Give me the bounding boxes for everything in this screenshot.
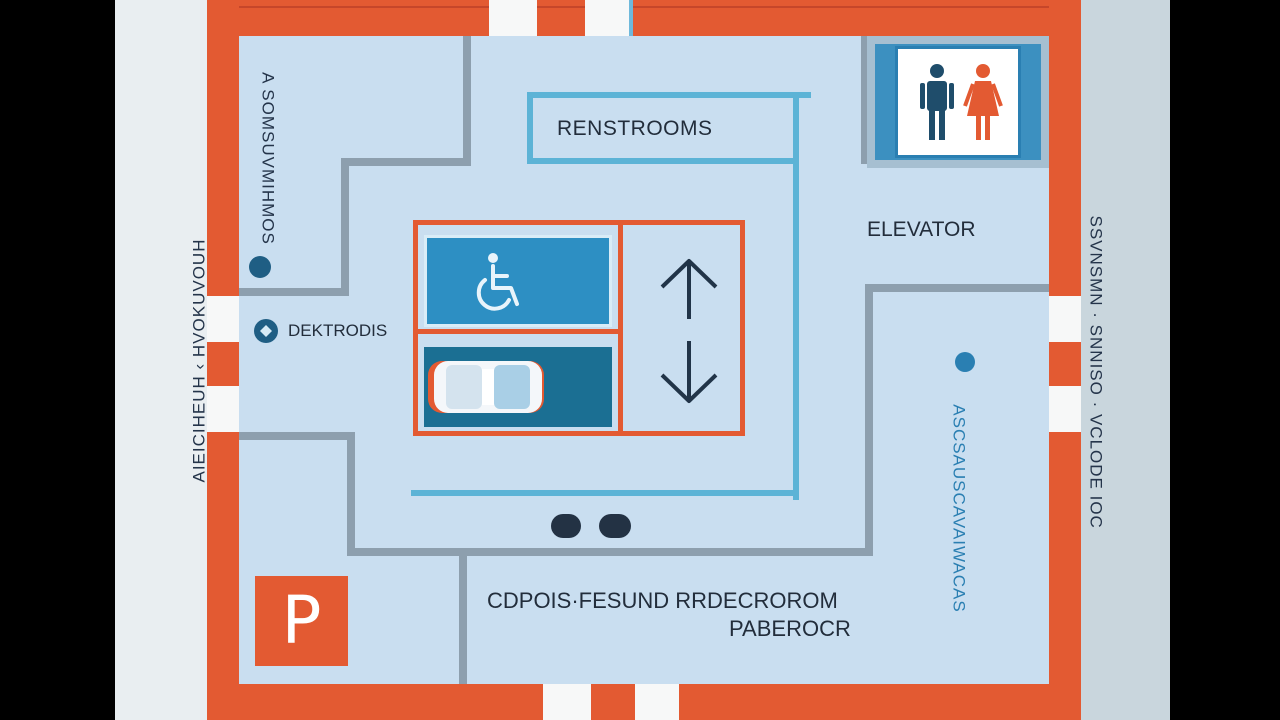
inner-left-badge [249,256,271,278]
outer-wall-left [207,0,239,720]
door-gap-left-2 [207,386,239,432]
bottom-label-line2: PABEROCR [729,616,851,641]
parking-icon: P [281,582,322,659]
right-margin [1077,0,1170,720]
accessible-panel [424,235,612,327]
door-gap-top-2 [585,0,629,36]
inner-wall-c-v [347,432,355,556]
door-gap-left-1 [207,296,239,342]
outer-wall-top-inner [239,6,1049,8]
info-icon [253,318,279,344]
blue-line-right [793,92,799,500]
blue-line-top [527,92,811,98]
wheelchair-icon [467,250,531,314]
restroom-sign [867,36,1049,168]
floor-plan-canvas: RENSTROOMS ELEVATOR [115,0,1170,720]
outer-right-vertical-text: SSVNSMN · SNNISO · VCLODE IOC [1086,215,1106,529]
car-icon [424,355,548,419]
inner-right-vertical-text: ASCSAUSCAVAIWACAS [949,404,969,613]
marker-dot-1 [551,514,581,538]
door-gap-bottom-2 [635,684,679,720]
up-down-arrows-icon [654,251,724,411]
inner-left-vertical-text: A SOMSUVMIHMOS [258,72,278,245]
door-gap-right-1 [1049,296,1081,342]
inner-wall-d-v [459,556,467,684]
blue-line-left [527,92,533,164]
left-margin [115,0,207,720]
bottom-label-line1: CDPOIS·FESUND RRDECROROM [487,588,838,613]
inner-wall-f-v [861,36,869,164]
door-gap-top-1 [489,0,537,36]
restrooms-label: RENSTROOMS [557,117,713,140]
blue-line-under-label [527,158,799,164]
vehicle-panel [424,341,612,427]
inner-wall-c-h [239,432,355,440]
door-gap-right-2 [1049,386,1081,432]
elevator-label: ELEVATOR [867,218,976,241]
inner-wall-b-v [341,158,349,296]
door-post-top [629,0,633,36]
left-entry-label: DEKTRODIS [288,321,388,340]
blue-line-bottom [411,490,799,496]
marker-dot-2 [599,514,631,538]
door-gap-bottom-1 [543,684,591,720]
outer-left-vertical-text: AIEICIHEUH ‹ HVOKUVOUH [189,238,209,483]
inner-wall-d-h [347,548,873,556]
inner-right-badge [955,352,975,372]
inner-wall-e-h [865,284,1049,292]
man-woman-restroom-icon [915,62,1007,144]
inner-wall-a-h [341,158,471,166]
elevator-block [413,220,745,436]
inner-wall-b-h [239,288,349,296]
parking-sign: P [255,576,348,666]
outer-wall-right [1049,0,1081,720]
inner-wall-e-v [865,284,873,556]
inner-wall-a-v [463,36,471,166]
